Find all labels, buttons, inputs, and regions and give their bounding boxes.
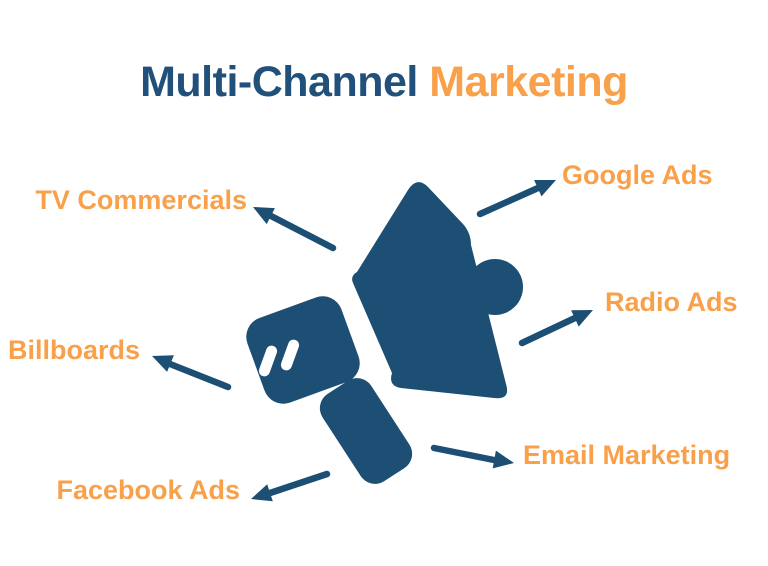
megaphone-grip-slot	[280, 339, 300, 371]
arrow-head	[152, 355, 174, 372]
arrow-shaft	[267, 212, 337, 252]
arrow-google-ads	[476, 180, 556, 218]
title-part-blue: Multi-Channel	[140, 57, 418, 106]
arrow-shaft	[518, 314, 579, 347]
label-email-marketing: Email Marketing	[523, 440, 731, 470]
arrow-radio-ads	[518, 310, 593, 347]
label-tv-commercials: TV Commercials	[35, 185, 247, 215]
arrow-shaft	[166, 360, 232, 391]
megaphone-icon	[246, 182, 523, 484]
arrow-tv-commercials	[253, 207, 337, 252]
arrow-facebook-ads	[251, 470, 331, 502]
megaphone-knob	[467, 259, 523, 315]
megaphone-grip-body	[246, 296, 360, 404]
arrow-email-marketing	[430, 444, 514, 469]
label-google-ads: Google Ads	[562, 160, 713, 190]
arrow-shaft	[476, 184, 542, 218]
arrow-head	[251, 484, 273, 502]
arrow-head	[571, 310, 593, 327]
page-title: Multi-Channel Marketing	[0, 57, 768, 106]
arrow-billboards	[152, 355, 232, 391]
label-radio-ads: Radio Ads	[605, 287, 738, 317]
megaphone-handle	[319, 378, 413, 484]
arrow-shaft	[430, 444, 498, 464]
title-part-orange: Marketing	[429, 57, 628, 106]
label-billboards: Billboards	[7, 335, 140, 365]
arrow-head	[253, 207, 275, 225]
arrow-head	[534, 180, 556, 197]
label-facebook-ads: Facebook Ads	[56, 475, 240, 505]
arrow-head	[492, 450, 514, 469]
megaphone-horn	[352, 182, 508, 399]
arrow-shaft	[266, 470, 331, 497]
megaphone-grip-slot	[258, 345, 278, 377]
